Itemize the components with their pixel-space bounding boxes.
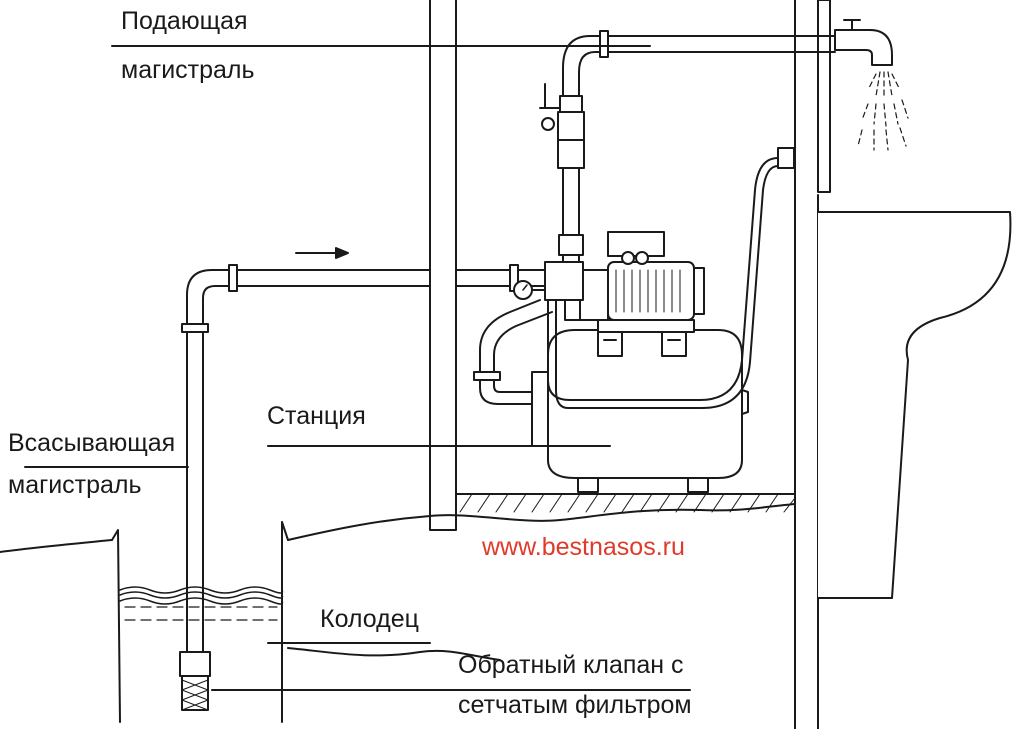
pressure-hose	[547, 147, 795, 409]
ground-line-lower	[287, 647, 501, 661]
check-valve-filter	[179, 651, 211, 711]
pump-motor	[579, 231, 705, 333]
faucet	[834, 19, 909, 151]
floor-shelf	[455, 493, 796, 513]
ground-line-left	[0, 539, 113, 553]
tank-connection	[473, 299, 553, 447]
suction-line-label-line1: Всасывающая	[8, 429, 176, 457]
pressure-tank	[547, 329, 749, 493]
supply-line-label-line2: магистраль	[121, 56, 255, 84]
ground-line-mid	[287, 503, 796, 541]
pump-inlet	[544, 261, 584, 321]
watermark-link[interactable]: www.bestnasos.ru	[482, 533, 685, 561]
leader-lines	[24, 45, 691, 691]
supply-pipe	[539, 30, 836, 263]
suction-line-label-line2: магистраль	[8, 471, 142, 499]
suction-pipe	[181, 264, 546, 653]
flow-arrow-icon	[295, 247, 349, 259]
check-valve-label-line2: сетчатым фильтром	[458, 691, 692, 719]
check-valve-label-line1: Обратный клапан с	[458, 651, 684, 679]
well	[111, 521, 289, 723]
wall	[794, 0, 831, 729]
support-column	[429, 0, 457, 531]
well-label: Колодец	[320, 605, 419, 633]
station-label: Станция	[267, 402, 366, 430]
pressure-gauge	[513, 280, 546, 300]
supply-line-label-line1: Подающая	[121, 7, 248, 35]
sink	[817, 211, 1012, 599]
